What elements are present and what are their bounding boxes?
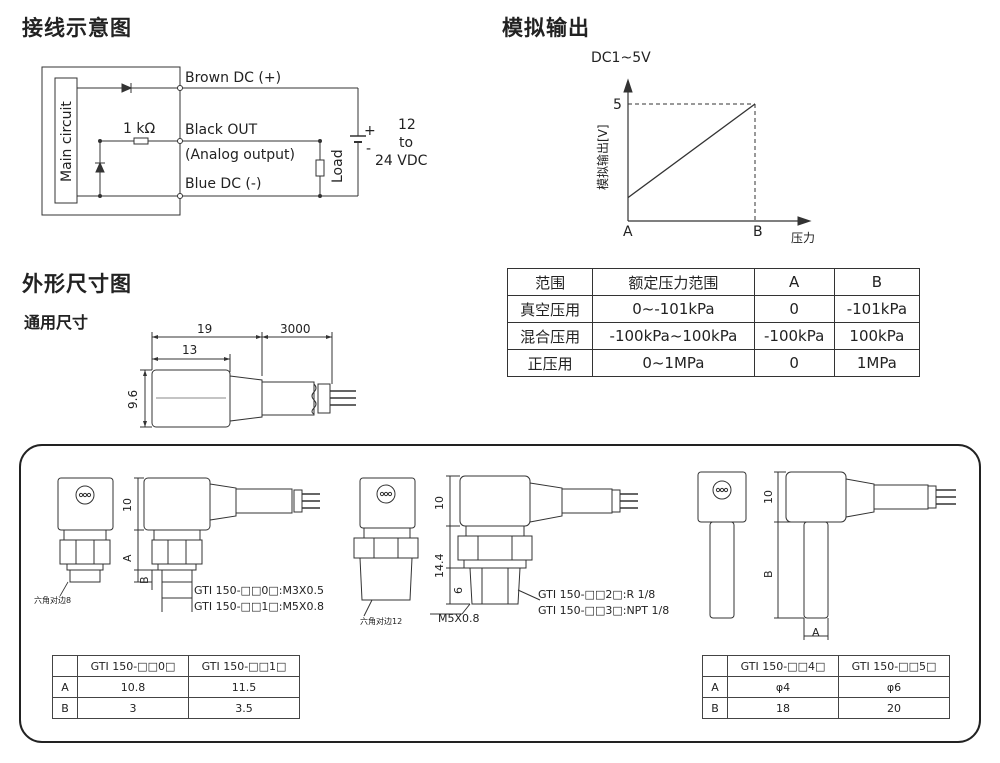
- table-cell: -100kPa: [753, 322, 835, 350]
- supply-plus: +: [364, 123, 376, 139]
- table-header-cell: B: [833, 268, 921, 296]
- chart-x-tick-a: A: [623, 224, 633, 240]
- table-cell: 100kPa: [833, 322, 921, 350]
- mid-model-3: GTI 150-□□3□:NPT 1/8: [538, 604, 670, 617]
- chart-x-axis-label: 压力: [791, 231, 816, 245]
- left-dimension-table: GTI 150-□□0□ GTI 150-□□1□ A 10.8 11.5 B …: [52, 655, 300, 719]
- table-header-row: 范围 额定压力范围 A B: [506, 268, 921, 296]
- table-header-cell: GTI 150-□□4□: [727, 655, 839, 677]
- black-wire-label: Black OUT: [185, 122, 258, 138]
- mid-thread-label: M5X0.8: [438, 612, 480, 625]
- mid-dim-6: 6: [452, 587, 465, 594]
- table-header-cell: GTI 150-□□5□: [838, 655, 950, 677]
- chart-title: DC1~5V: [591, 50, 651, 66]
- right-dim-b: B: [762, 570, 775, 578]
- chart-x-tick-b: B: [753, 224, 763, 240]
- table-cell: 3.5: [188, 697, 300, 719]
- dim-13: 13: [182, 343, 198, 357]
- dim-19: 19: [197, 322, 213, 336]
- table-cell: 0~1MPa: [592, 349, 755, 377]
- table-cell: 0: [753, 295, 835, 323]
- left-model-0: GTI 150-□□0□:M3X0.5: [194, 584, 324, 597]
- pressure-range-table: 范围 额定压力范围 A B 真空压用 0~-101kPa 0 -101kPa 混…: [506, 268, 921, 377]
- table-header-cell: [52, 655, 78, 677]
- table-header-cell: A: [753, 268, 835, 296]
- right-dim-10: 10: [762, 490, 775, 504]
- table-row: A φ4 φ6: [702, 676, 950, 698]
- supply-voltage-1: 12: [398, 117, 416, 133]
- brown-wire-label: Brown DC (+): [185, 70, 282, 86]
- mid-hex-label: 六角对边12: [360, 617, 403, 626]
- table-row: 正压用 0~1MPa 0 1MPa: [506, 349, 921, 377]
- supply-voltage-3: 24 VDC: [375, 153, 428, 169]
- table-cell: 0: [753, 349, 835, 377]
- table-cell: 正压用: [506, 349, 594, 377]
- table-header-cell: GTI 150-□□0□: [77, 655, 189, 677]
- mid-dim-10: 10: [433, 496, 446, 510]
- table-cell: B: [52, 697, 78, 719]
- table-header-row: GTI 150-□□0□ GTI 150-□□1□: [52, 655, 300, 677]
- table-cell: 20: [838, 697, 950, 719]
- table-cell: 10.8: [77, 676, 189, 698]
- supply-voltage-2: to: [399, 135, 414, 151]
- table-header-cell: GTI 150-□□1□: [188, 655, 300, 677]
- table-cell: A: [52, 676, 78, 698]
- left-hex-label: 六角对边8: [34, 596, 72, 605]
- right-dim-a: A: [812, 626, 820, 639]
- table-cell: 1MPa: [833, 349, 921, 377]
- chart-series-line: [627, 103, 756, 199]
- left-dim-a: A: [121, 554, 134, 562]
- table-header-cell: [702, 655, 728, 677]
- left-dim-b: B: [138, 576, 151, 584]
- analog-output-heading: 模拟输出: [502, 16, 590, 40]
- right-dimension-table: GTI 150-□□4□ GTI 150-□□5□ A φ4 φ6 B 18 2…: [702, 655, 950, 719]
- blue-wire-label: Blue DC (-): [185, 176, 262, 192]
- mid-model-2: GTI 150-□□2□:R 1/8: [538, 588, 656, 601]
- table-header-row: GTI 150-□□4□ GTI 150-□□5□: [702, 655, 950, 677]
- table-cell: B: [702, 697, 728, 719]
- table-cell: 3: [77, 697, 189, 719]
- supply-minus: -: [366, 141, 372, 157]
- table-cell: φ4: [727, 676, 839, 698]
- general-dimensions-heading: 通用尺寸: [24, 313, 89, 332]
- chart-y-tick-5: 5: [613, 97, 622, 113]
- resistor-label: 1 kΩ: [123, 121, 156, 137]
- mid-dim-14-4: 14.4: [433, 553, 446, 579]
- left-model-1: GTI 150-□□1□:M5X0.8: [194, 600, 324, 613]
- table-cell: A: [702, 676, 728, 698]
- table-row: 混合压用 -100kPa~100kPa -100kPa 100kPa: [506, 322, 921, 350]
- table-row: B 18 20: [702, 697, 950, 719]
- table-cell: 11.5: [188, 676, 300, 698]
- table-cell: -101kPa: [833, 295, 921, 323]
- table-row: A 10.8 11.5: [52, 676, 300, 698]
- wiring-diagram-heading: 接线示意图: [22, 16, 132, 40]
- table-cell: φ6: [838, 676, 950, 698]
- dimensions-heading: 外形尺寸图: [22, 272, 132, 296]
- table-row: B 3 3.5: [52, 697, 300, 719]
- left-dim-10: 10: [121, 498, 134, 512]
- table-cell: 真空压用: [506, 295, 594, 323]
- dim-3000: 3000: [280, 322, 311, 336]
- analog-output-label: (Analog output): [185, 147, 295, 163]
- table-cell: -100kPa~100kPa: [592, 322, 755, 350]
- table-cell: 18: [727, 697, 839, 719]
- table-row: 真空压用 0~-101kPa 0 -101kPa: [506, 295, 921, 323]
